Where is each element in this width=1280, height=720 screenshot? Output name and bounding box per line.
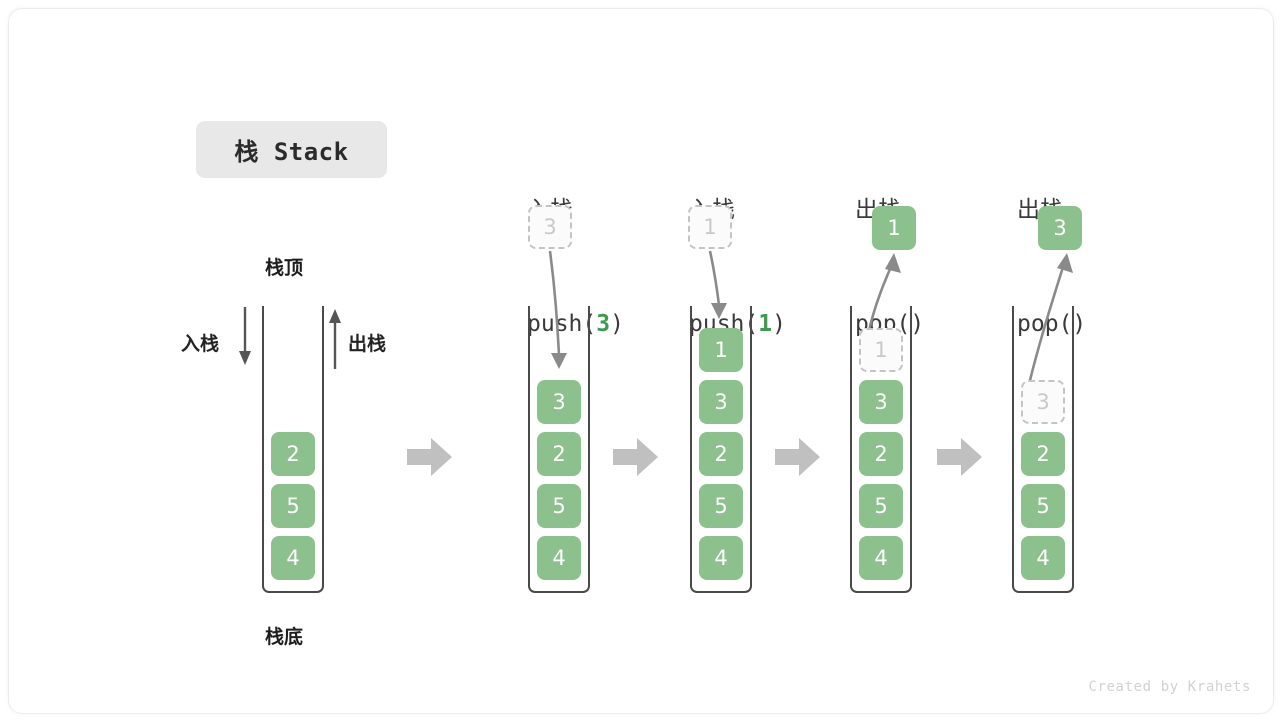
stack-cell: 1 <box>699 328 743 372</box>
stack-cell: 3 <box>537 380 581 424</box>
stack-top-label: 栈顶 <box>265 257 304 279</box>
stack-cell: 4 <box>859 536 903 580</box>
stack-cell: 2 <box>537 432 581 476</box>
diagram-card: 栈 Stack 栈顶 栈底 入栈 出栈 2 5 4 入栈 push(3) 3 <box>8 8 1274 714</box>
push-down-arrow-icon <box>239 307 251 365</box>
transition-arrow-icon <box>775 438 820 476</box>
push-side-label: 入栈 <box>181 333 220 355</box>
push-flow-arrow-icon <box>708 250 727 319</box>
stack-cell: 4 <box>699 536 743 580</box>
floating-cell-ghost: 3 <box>528 205 572 249</box>
stack-cell: 4 <box>1021 536 1065 580</box>
stack-cell: 5 <box>1021 484 1065 528</box>
stack-cell: 4 <box>271 536 315 580</box>
stack-container-initial: 2 5 4 <box>262 306 324 593</box>
stack-cell-ghost: 3 <box>1021 380 1065 424</box>
stack-cell: 2 <box>1021 432 1065 476</box>
stack-cell: 5 <box>859 484 903 528</box>
stack-cell: 2 <box>271 432 315 476</box>
stack-cell: 5 <box>537 484 581 528</box>
transition-arrow-icon <box>613 438 658 476</box>
stack-cell: 3 <box>859 380 903 424</box>
diagram-title: 栈 Stack <box>234 138 349 166</box>
code-arg: 1 <box>758 311 773 337</box>
stack-cell: 2 <box>859 432 903 476</box>
stack-cell: 2 <box>699 432 743 476</box>
pop-up-arrow-icon <box>329 309 341 369</box>
stack-bottom-label: 栈底 <box>265 626 304 648</box>
transition-arrow-icon <box>937 438 982 476</box>
floating-cell-ghost: 1 <box>688 205 732 249</box>
stack-cell: 4 <box>537 536 581 580</box>
stack-container-push-1: 1 3 2 5 4 <box>690 306 752 593</box>
floating-cell-popped: 3 <box>1038 206 1082 250</box>
stack-container-pop-3: 3 2 5 4 <box>1012 306 1074 593</box>
pop-side-label: 出栈 <box>348 333 387 355</box>
diagram-title-chip: 栈 Stack <box>196 121 387 178</box>
watermark: Created by Krahets <box>1088 679 1251 695</box>
stack-cell-ghost: 1 <box>859 328 903 372</box>
caption-code: push(3) <box>527 311 624 337</box>
floating-cell-popped: 1 <box>872 206 916 250</box>
stack-container-push-3: 3 2 5 4 <box>528 306 590 593</box>
stack-container-pop-1: 1 3 2 5 4 <box>850 306 912 593</box>
pop-flow-arrow-icon <box>1025 253 1073 394</box>
stack-cell: 3 <box>699 380 743 424</box>
stack-cell: 5 <box>271 484 315 528</box>
push-flow-arrow-icon <box>548 250 567 369</box>
code-arg: 3 <box>596 311 611 337</box>
stack-cell: 5 <box>699 484 743 528</box>
transition-arrow-icon <box>407 438 452 476</box>
